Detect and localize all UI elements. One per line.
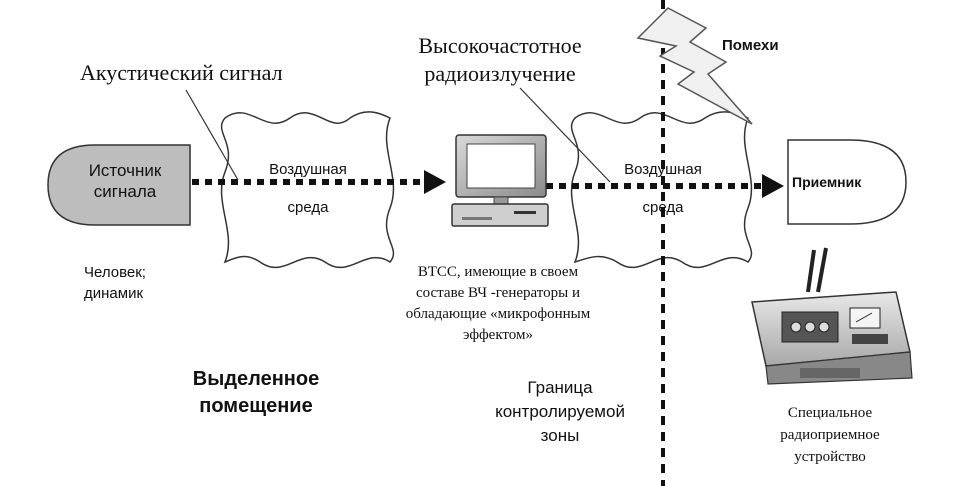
computer-icon (451, 134, 549, 227)
special-receiver-line-1: Специальное (787, 405, 873, 421)
air-medium-2-line-1: Воздушная (624, 161, 702, 178)
vtss-description: ВТСС, имеющие в своем составе ВЧ -генера… (378, 262, 618, 346)
vtss-line-2: составе ВЧ -генераторы и (415, 285, 581, 301)
vtss-line-1: ВТСС, имеющие в своем (417, 264, 579, 280)
special-receiver-label: Специальное радиоприемное устройство (750, 402, 910, 468)
hf-radiation-line-2: радиоизлучение (424, 61, 576, 86)
boundary-line-1: Граница (527, 378, 593, 397)
signal-source-label: Источник сигнала (62, 160, 188, 202)
air-medium-2-label: Воздушная среда (598, 151, 728, 227)
receiver-shape (787, 139, 907, 225)
hf-radiation-leader (519, 87, 611, 183)
lightning-icon (636, 7, 753, 125)
air-medium-1-shape (220, 111, 395, 269)
dedicated-room-label: Выделенное помещение (164, 366, 348, 420)
hf-radiation-label: Высокочастотное радиоизлучение (400, 32, 600, 88)
source-examples-label: Человек; динамик (84, 262, 146, 304)
vtss-line-4: эффектом» (462, 327, 533, 343)
vtss-line-3: обладающие «микрофонным (405, 306, 591, 322)
special-receiver-line-3: устройство (794, 449, 866, 465)
acoustic-signal-arrowhead (424, 170, 446, 194)
special-receiver-line-2: радиоприемное (780, 427, 880, 443)
dedicated-room-line-2: помещение (199, 395, 313, 417)
boundary-line-2: контролируемой (495, 402, 625, 421)
radio-emission-arrowhead (762, 174, 784, 198)
air-medium-2-line-2: среда (642, 199, 684, 216)
source-examples-line-2: динамик (84, 285, 144, 302)
air-medium-1-label: Воздушная среда (245, 151, 371, 227)
boundary-line-3: зоны (540, 426, 580, 445)
acoustic-signal-label: Акустический сигнал (80, 60, 283, 85)
signal-source-line-1: Источник (88, 161, 162, 180)
dedicated-room-line-1: Выделенное (192, 368, 320, 390)
acoustic-signal-leader (185, 89, 239, 181)
air-medium-1-line-2: среда (287, 199, 329, 216)
air-medium-2-shape (570, 111, 753, 269)
source-examples-line-1: Человек; (84, 264, 146, 281)
hf-radiation-line-1: Высокочастотное (418, 33, 582, 58)
signal-source-shape (47, 144, 191, 226)
radio-receiver-device-icon (751, 247, 913, 385)
signal-source-line-2: сигнала (93, 182, 157, 201)
air-medium-1-line-1: Воздушная (269, 161, 347, 178)
controlled-zone-boundary-label: Граница контролируемой зоны (470, 376, 650, 448)
interference-label: Помехи (722, 37, 779, 54)
receiver-label: Приемник (792, 174, 862, 190)
